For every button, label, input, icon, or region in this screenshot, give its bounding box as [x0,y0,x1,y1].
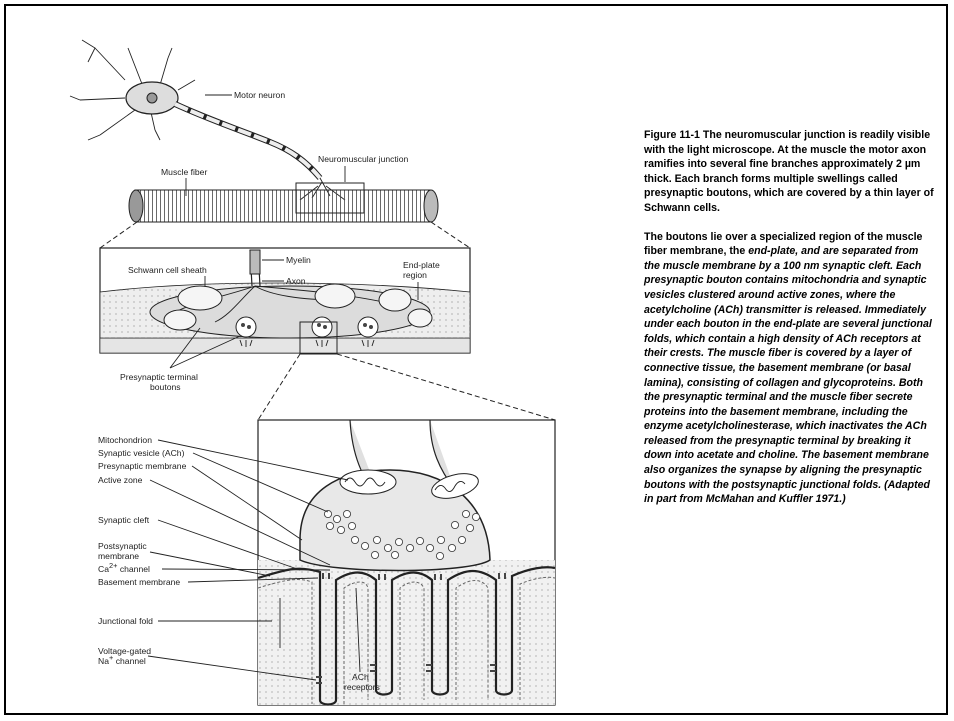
figure-caption: Figure 11-1 The neuromuscular junction i… [644,128,934,507]
label-synaptic-cleft: Synaptic cleft [98,515,150,525]
label-synaptic-vesicle: Synaptic vesicle (ACh) [98,448,185,458]
label-nmj: Neuromuscular junction [318,154,408,164]
label-presyn-terminal-1: Presynaptic terminal [120,372,198,382]
label-endplate-1: End-plate [403,260,440,270]
label-axon: Axon [286,276,306,286]
label-ach-1: ACh [352,672,369,682]
label-myelin: Myelin [286,255,311,265]
label-junctional-fold: Junctional fold [98,616,153,626]
label-schwann: Schwann cell sheath [128,265,207,275]
label-ca-channel: Ca2+ channel [98,561,150,574]
caption-paragraph-2: The boutons lie over a specialized regio… [644,230,934,507]
label-mitochondrion: Mitochondrion [98,435,152,445]
label-basement: Basement membrane [98,577,180,587]
label-endplate-2: region [403,270,427,280]
label-na-1: Voltage-gated [98,646,151,656]
leader-postsyn [150,552,270,576]
caption-paragraph-1: Figure 11-1 The neuromuscular junction i… [644,128,934,216]
label-ach-2: receptors [344,682,380,692]
muscle-fiber-drawing [129,183,438,222]
caption-para2-italic: end-plate, and are separated from the mu… [644,245,932,505]
label-motor-neuron: Motor neuron [234,90,285,100]
label-presyn-terminal-2: boutons [150,382,181,392]
label-postsyn-1: Postsynaptic [98,541,147,551]
label-muscle-fiber: Muscle fiber [161,167,207,177]
motor-neuron-drawing [70,40,345,200]
label-active-zone: Active zone [98,475,143,485]
synapse-detail [258,420,555,705]
label-presyn-membrane: Presynaptic membrane [98,461,187,471]
label-postsyn-2: membrane [98,551,139,561]
